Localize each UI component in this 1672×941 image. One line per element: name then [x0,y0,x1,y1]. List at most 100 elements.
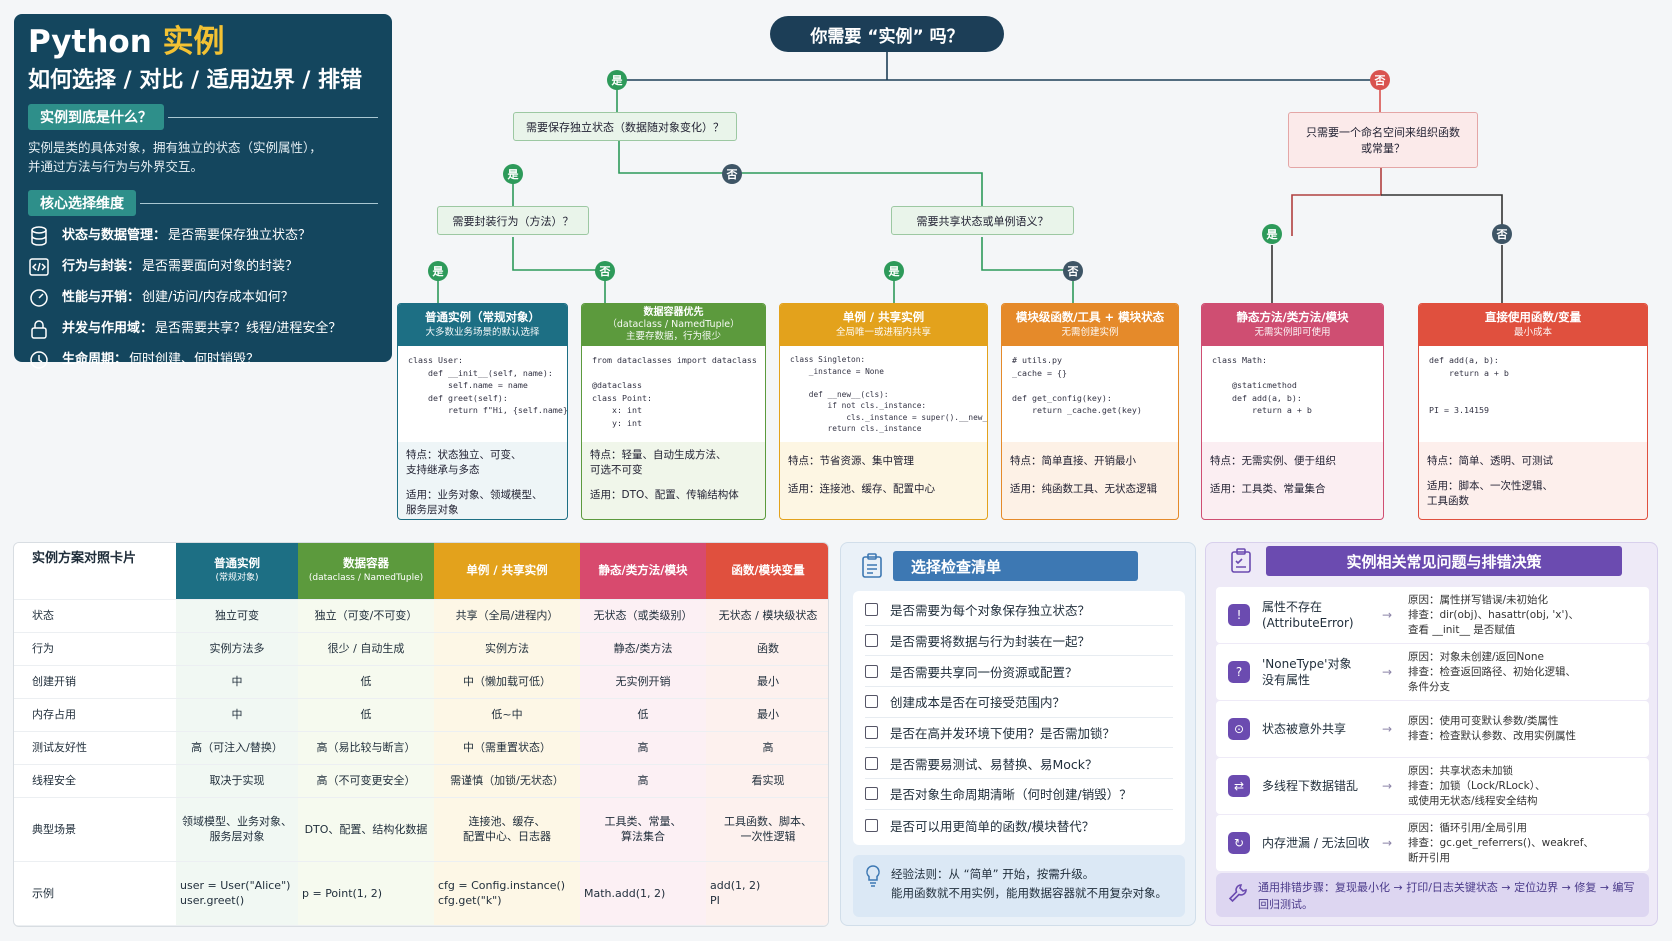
question-behavior: 需要封装行为（方法）？ [437,206,589,235]
table-cell: 看实现 [706,764,828,798]
table-cell: 中（懒加载可低） [434,665,580,699]
table-cell: 高 [706,731,828,765]
checklist-item-label: 是否需要为每个对象保存独立状态？ [890,603,1091,619]
checklist-item[interactable]: 是否在高并发环境下使用？是否需加锁？ [865,718,1173,749]
option-card-regular: 普通实例（常规对象）大多数业务场景的默认选择 class User: def _… [397,303,568,520]
no-badge: 否 [722,164,742,184]
card-footer: 特点：节省资源、集中管理适用：连接池、缓存、配置中心 [788,455,935,495]
column-header: 静态/类方法/模块 [580,543,706,600]
table-cell: 函数 [706,632,828,666]
table-cell: 中 [176,698,298,732]
checklist-icon [1231,548,1251,573]
troubleshoot-row: !属性不存在 (AttributeError)→原因：属性拼写错误/未初始化排查… [1216,587,1649,643]
table-cell: 高（可注入/替换） [176,731,298,765]
checklist-list: 是否需要为每个对象保存独立状态？ 是否需要将数据与行为封装在一起？ 是否需要共享同一… [853,591,1185,845]
page-subtitle: 如何选择 / 对比 / 适用边界 / 排错 [28,68,363,93]
table-cell: 取决于实现 [176,764,298,798]
checklist-item-label: 是否对象生命周期清晰（何时创建/销毁）？ [890,787,1132,803]
card-header: 普通实例（常规对象）大多数业务场景的默认选择 [398,304,567,346]
table-cell: 共享（全局/进程内） [434,599,580,633]
table-cell: 实例方法 [434,632,580,666]
checklist-item[interactable]: 是否需要将数据与行为封装在一起？ [865,626,1173,657]
table-row: 测试友好性高（可注入/替换）高（易比较与断言）中（需重置状态）高高 [14,731,828,765]
checklist-item-label: 是否需要易测试、易替换、易Mock？ [890,756,1098,772]
arrow-icon: → [1382,779,1393,793]
table-cell: 独立（可变/不可变） [298,599,434,633]
arrow-icon: → [1382,665,1393,679]
table-row: 创建开销中低中（懒加载可低）无实例开销最小 [14,665,828,699]
table-row: 线程安全取决于实现高（不可变更安全）需谨慎（加锁/无状态）高看实现 [14,764,828,798]
table-cell: Math.add(1, 2) [580,861,706,926]
checkbox[interactable] [865,603,878,617]
problem-name: 多线程下数据错乱 [1262,779,1359,793]
question-icon: ? [1228,661,1250,683]
checkbox[interactable] [865,664,878,678]
checklist-item[interactable]: 创建成本是否在可接受范围内？ [865,687,1173,718]
row-label: 典型场景 [14,797,176,862]
card-code: class User: def __init__(self, name): se… [398,346,567,442]
checkbox[interactable] [865,695,878,709]
checkbox[interactable] [865,634,878,648]
card-footer: 特点：轻量、自动生成方法、 可选不可变适用：DTO、配置、传输结构体 [590,449,739,501]
page-title: Python 实例 [28,24,225,60]
table-cell: 无实例开销 [580,665,706,699]
checklist-item-label: 是否在高并发环境下使用？是否需加锁？ [890,726,1116,742]
checklist-item[interactable]: 是否对象生命周期清晰（何时创建/销毁）？ [865,779,1173,810]
table-cell: 实例方法多 [176,632,298,666]
table-body: 状态独立可变独立（可变/不可变）共享（全局/进程内）无状态（或类级别）无状态 /… [14,599,828,926]
dims-list: 状态与数据管理：是否需要保存独立状态？ 行为与封装：是否需要面向对象的封装？ 性… [28,225,378,371]
dims-pill: 核心选择维度 [28,190,136,216]
lock-icon [28,318,50,340]
card-code: def add(a, b): return a + b PI = 3.14159 [1419,346,1647,442]
checklist-item[interactable]: 是否可以用更简单的函数/模块替代？ [865,810,1173,841]
speedometer-icon [28,287,50,309]
clipboard-icon [862,553,882,578]
table-cell: 低~中 [434,698,580,732]
checklist-item[interactable]: 是否需要共享同一份资源或配置？ [865,656,1173,688]
checkbox[interactable] [865,787,878,801]
what-pill: 实例到底是什么？ [28,104,164,130]
row-label: 测试友好性 [14,731,176,765]
table-cell: p = Point(1, 2) [298,861,434,926]
table-cell: 低 [298,665,434,699]
checklist-item[interactable]: 是否需要易测试、易替换、易Mock？ [865,748,1173,780]
table-cell: user = User("Alice") user.greet() [176,861,298,926]
card-footer: 特点：简单直接、开销最小适用：纯函数工具、无状态逻辑 [1010,455,1157,495]
table-row: 内存占用中低低~中低最小 [14,698,828,732]
row-label: 内存占用 [14,698,176,732]
row-label: 线程安全 [14,764,176,798]
target-icon: ⊙ [1228,718,1250,740]
checkbox[interactable] [865,726,878,740]
arrow-icon: → [1382,836,1393,850]
checkbox[interactable] [865,818,878,832]
table-cell: 最小 [706,698,828,732]
card-code: from dataclasses import dataclass @datac… [582,346,765,442]
table-row: 行为实例方法多很少 / 自动生成实例方法静态/类方法函数 [14,632,828,666]
table-cell: 高 [580,764,706,798]
option-card-static: 静态方法/类方法/模块无需实例即可使用 class Math: @staticm… [1201,303,1384,520]
yes-badge: 是 [1262,224,1282,244]
table-cell: 低 [298,698,434,732]
table-cell: 领域模型、业务对象、 服务层对象 [176,797,298,862]
yes-badge: 是 [884,261,904,281]
table-cell: 独立可变 [176,599,298,633]
dim-item: 并发与作用域：是否需要共享？线程/进程安全？ [28,318,378,340]
table-cell: 工具函数、脚本、 一次性逻辑 [706,797,828,862]
checklist-item-label: 是否需要将数据与行为封装在一起？ [890,634,1091,650]
checkbox[interactable] [865,756,878,770]
card-header: 模块级函数/工具 + 模块状态无需创建实例 [1002,304,1178,346]
problem-name: 内存泄漏 / 无法回收 [1262,836,1370,850]
problem-detail: 原因：属性拼写错误/未初始化排查：dir(obj)、hasattr(obj, '… [1408,593,1580,636]
what-desc: 实例是类的具体对象，拥有独立的状态（实例属性），并通过方法与行为与外界交互。 [28,140,322,174]
table-cell: 无状态 / 模块级状态 [706,599,828,633]
question-namespace: 只需要一个命名空间来组织函数或常量？ [1288,112,1478,168]
table-cell: 高（易比较与断言） [298,731,434,765]
no-badge: 否 [1370,70,1390,90]
checklist-item[interactable]: 是否需要为每个对象保存独立状态？ [865,595,1173,626]
column-header: 数据容器(dataclass / NamedTuple) [298,543,434,600]
no-badge: 否 [595,261,615,281]
table-cell: 高（不可变更安全） [298,764,434,798]
database-icon [28,225,50,247]
